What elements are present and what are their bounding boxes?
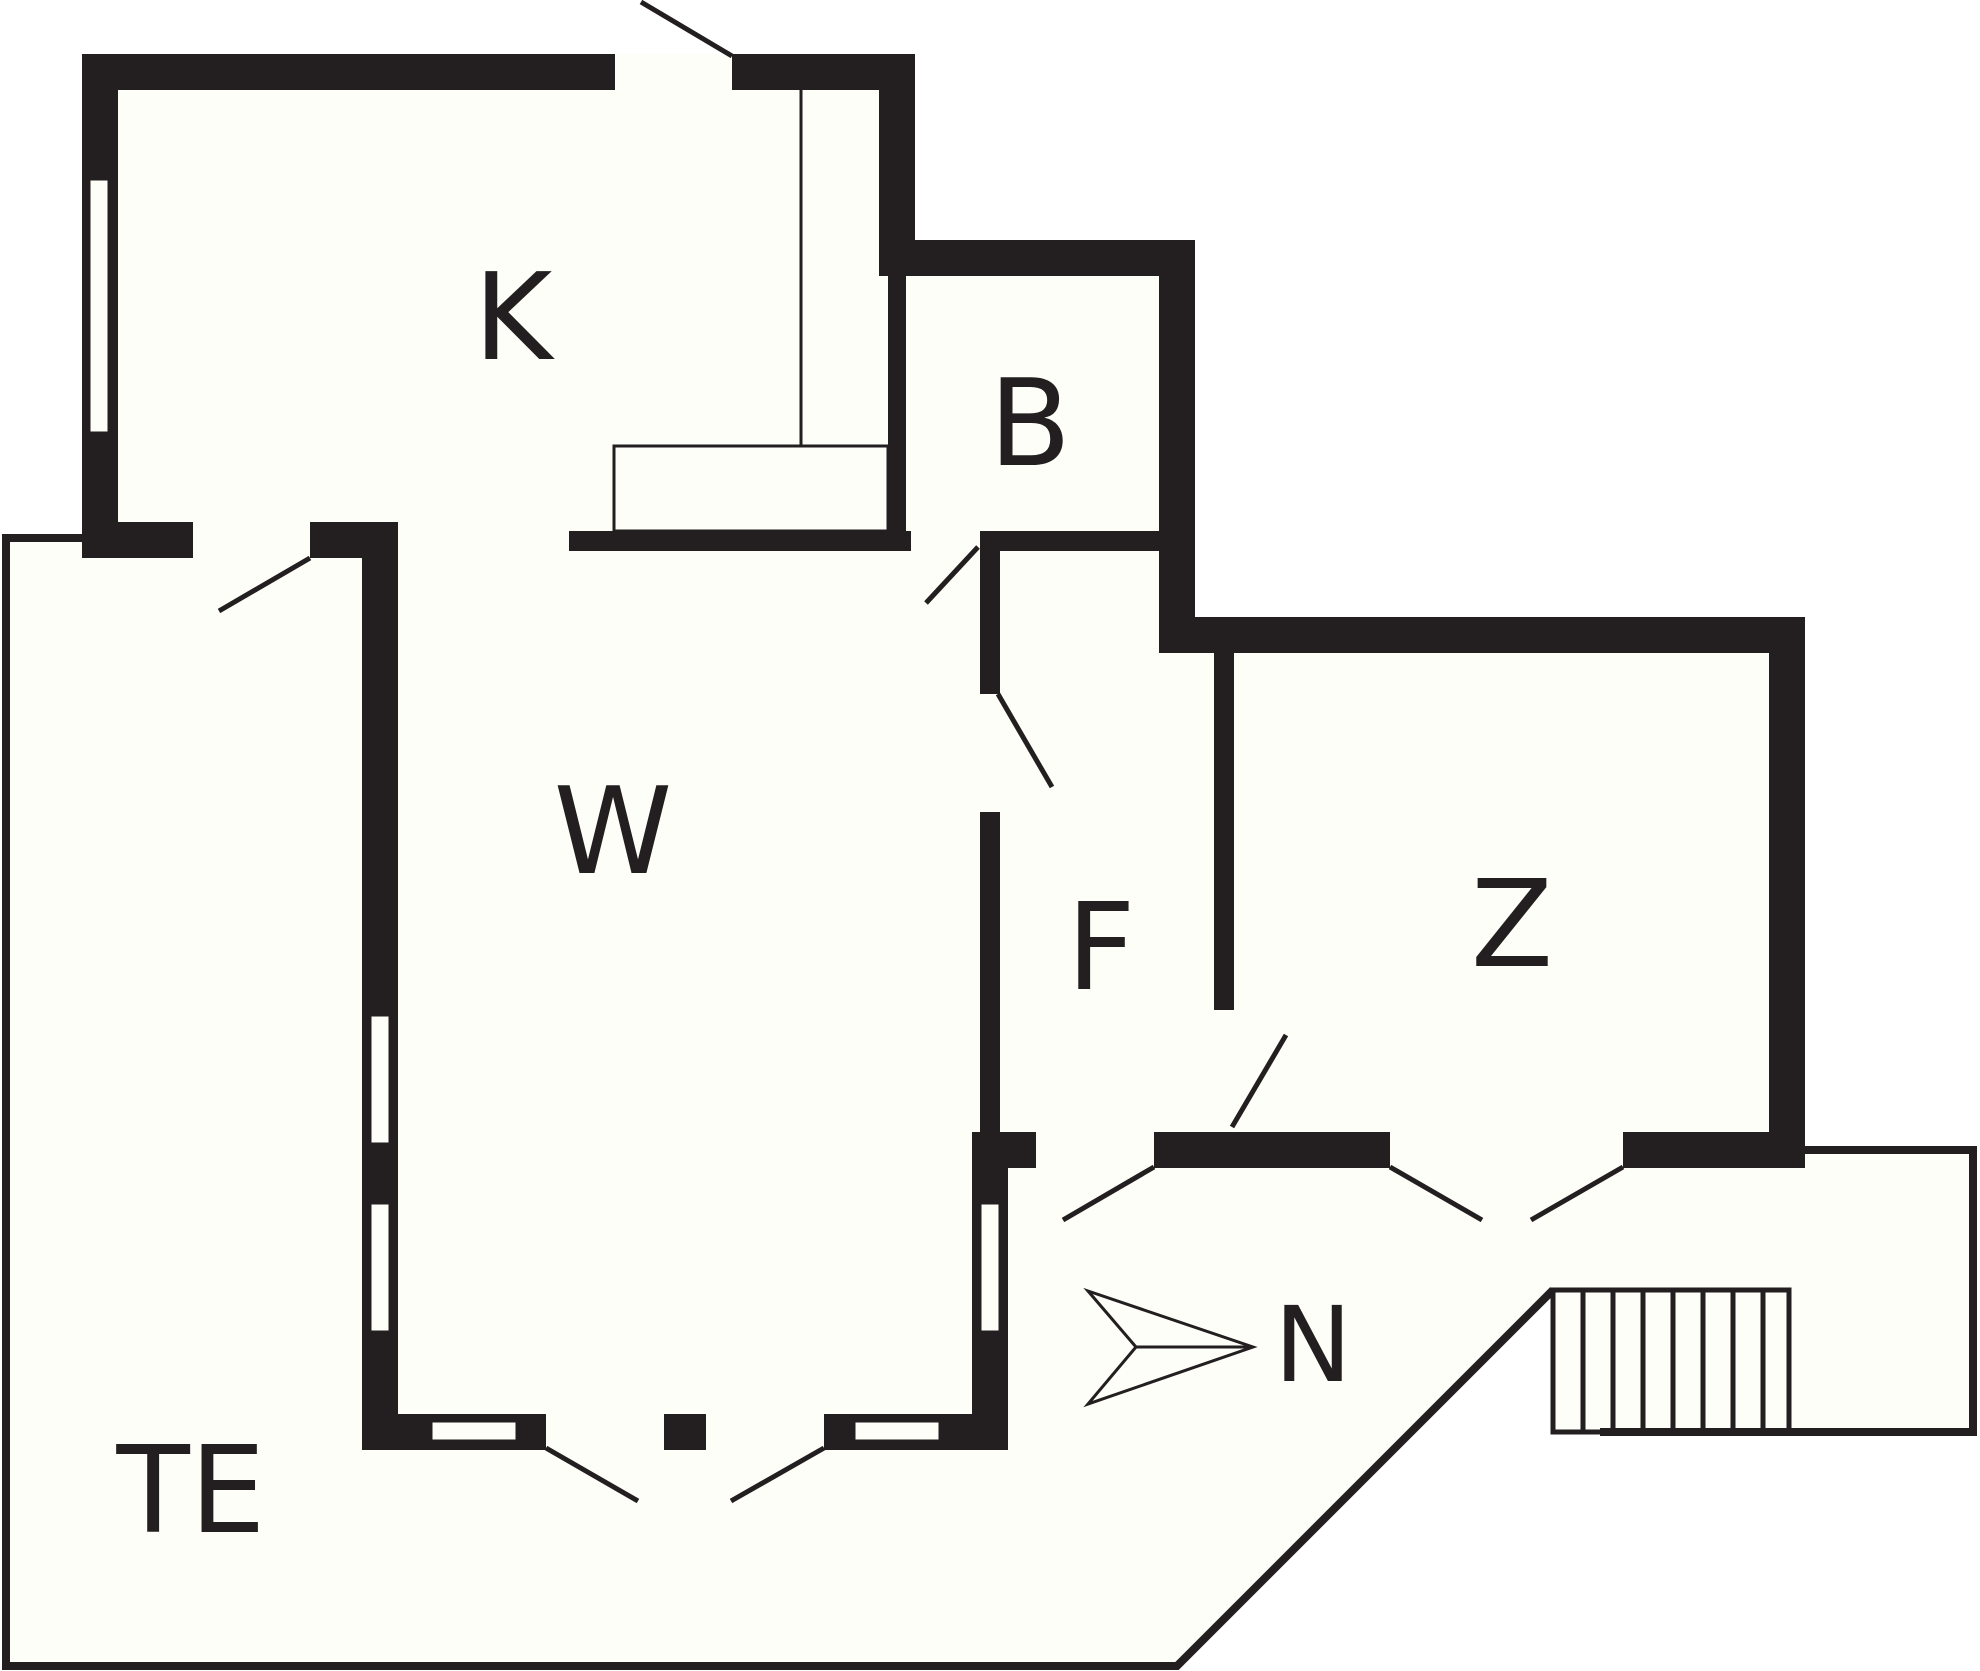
room-label-living: W: [554, 763, 673, 902]
hallway-floor: [986, 546, 1230, 1140]
windows: [87, 177, 1002, 1443]
wall-kitchen-right: [879, 54, 915, 276]
floor-areas: [6, 72, 1973, 1666]
wall-z-top: [1159, 617, 1805, 653]
opening-living-right: [706, 1414, 824, 1450]
door-swing-icon: [1229, 1033, 1289, 1129]
wall-z-left: [1214, 650, 1234, 1010]
window-icon: [978, 1201, 1002, 1334]
opening-z: [1214, 1010, 1234, 1132]
wall-bath-bottom: [980, 531, 1177, 551]
opening-hall-bottom: [1036, 1132, 1154, 1168]
room-label-terrace: TE: [115, 1422, 265, 1561]
opening-hall-left: [980, 694, 1000, 812]
kitchen-floor: [100, 72, 897, 546]
openings: [193, 54, 1623, 1450]
wall-bath-left: [888, 276, 906, 551]
room-label-kitchen: K: [474, 249, 556, 388]
door-swing-icon: [1061, 1164, 1156, 1223]
window-icon: [368, 1013, 392, 1146]
door-swing-icon: [1388, 1164, 1484, 1223]
room-label-room-z: Z: [1471, 856, 1553, 995]
window-icon: [852, 1419, 942, 1443]
door-swing-icon: [217, 555, 312, 614]
room-label-hallway: F: [1066, 879, 1135, 1018]
room-label-bathroom: B: [989, 355, 1071, 494]
window-icon: [87, 177, 111, 435]
opening-z-bottom: [1390, 1132, 1623, 1168]
window-icon: [368, 1201, 392, 1334]
window-icon: [429, 1419, 519, 1443]
door-swing-icon: [995, 692, 1055, 789]
stairs-icon: [1550, 1287, 1792, 1435]
north-label: N: [1274, 1284, 1352, 1406]
bathroom-floor: [897, 258, 1177, 546]
wall-hall-left: [980, 546, 1000, 1146]
wall-kitchen-top: [82, 54, 915, 90]
kitchen-counter: [612, 444, 890, 533]
wall-bath-right: [1159, 240, 1195, 653]
opening-kitchen-top: [615, 54, 732, 90]
north-arrow-icon: [1083, 1287, 1258, 1408]
terrace-outline: [2, 534, 1556, 1670]
door-swing-icon: [729, 1445, 826, 1504]
opening-kitchen-terrace: [193, 522, 310, 558]
living-floor: [380, 546, 986, 1432]
wall-bath-top: [879, 240, 1195, 276]
door-swing-icon: [544, 1445, 640, 1504]
opening-bath: [912, 531, 978, 551]
opening-living-left: [546, 1414, 664, 1450]
door-swing-icon: [1529, 1164, 1625, 1223]
doors: [217, 0, 1625, 1504]
door-swing-icon: [639, 0, 734, 59]
door-swing-icon: [924, 545, 980, 605]
wall-kitchen-bottom-mid: [569, 531, 911, 551]
wall-z-right: [1769, 617, 1805, 1168]
room-z-floor: [1230, 635, 1790, 1140]
